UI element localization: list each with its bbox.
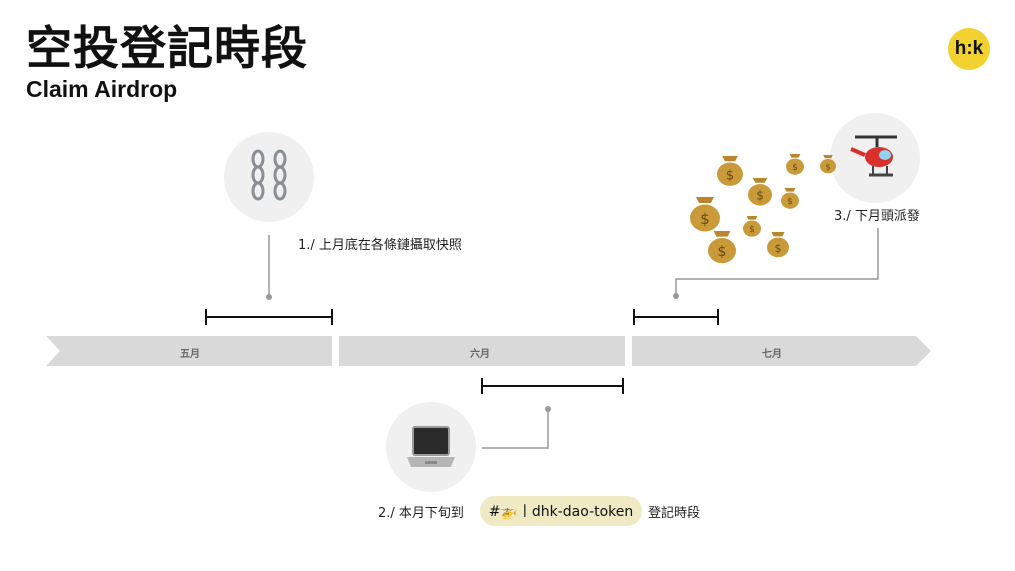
page-subtitle: Claim Airdrop	[26, 76, 178, 102]
money-bag-icon	[690, 197, 720, 232]
period-bracket-snapshot	[205, 309, 333, 325]
step1-label: 1./ 上月底在各條鏈攝取快照	[298, 238, 462, 253]
page-title: 空投登記時段	[26, 21, 308, 75]
money-bag-icon	[767, 232, 789, 258]
step2-suffix: 登記時段	[648, 506, 701, 521]
month-label-may: 五月	[180, 349, 200, 360]
money-bag-icon	[743, 216, 761, 237]
money-bag-icon	[708, 231, 736, 264]
step2-label: 2./ 本月下旬到	[378, 506, 464, 521]
step2-icon-circle	[386, 402, 476, 492]
discord-channel-tag[interactable]: #🚁丨dhk-dao-token	[480, 496, 642, 526]
helicopter-icon	[850, 135, 897, 177]
money-bag-icon	[820, 155, 836, 174]
chain-links-icon	[251, 149, 287, 201]
connector-dot-snapshot	[266, 294, 272, 300]
timeline-segment-may	[46, 336, 332, 366]
money-bag-icon	[748, 178, 772, 206]
money-bag-icon	[781, 188, 799, 209]
logo: h:k	[948, 28, 990, 70]
connector-dot-registration	[545, 406, 551, 412]
connector-dot-distribution	[673, 293, 679, 299]
money-bags-group: $	[690, 154, 836, 264]
connector-registration	[482, 410, 549, 449]
period-bracket-registration	[481, 378, 624, 394]
timeline-segment-june	[339, 336, 625, 366]
month-label-june: 六月	[470, 349, 490, 360]
laptop-icon	[407, 426, 455, 467]
period-bracket-distribution	[633, 309, 719, 325]
timeline-segment-july	[632, 336, 931, 366]
month-label-july: 七月	[762, 349, 782, 360]
money-bag-icon	[717, 156, 743, 186]
step3-label: 3./ 下月頭派發	[834, 209, 920, 224]
step1-icon-circle	[224, 132, 314, 222]
step3-icon-circle	[830, 113, 920, 203]
connector-distribution	[675, 228, 879, 295]
money-bag-icon	[786, 154, 804, 175]
